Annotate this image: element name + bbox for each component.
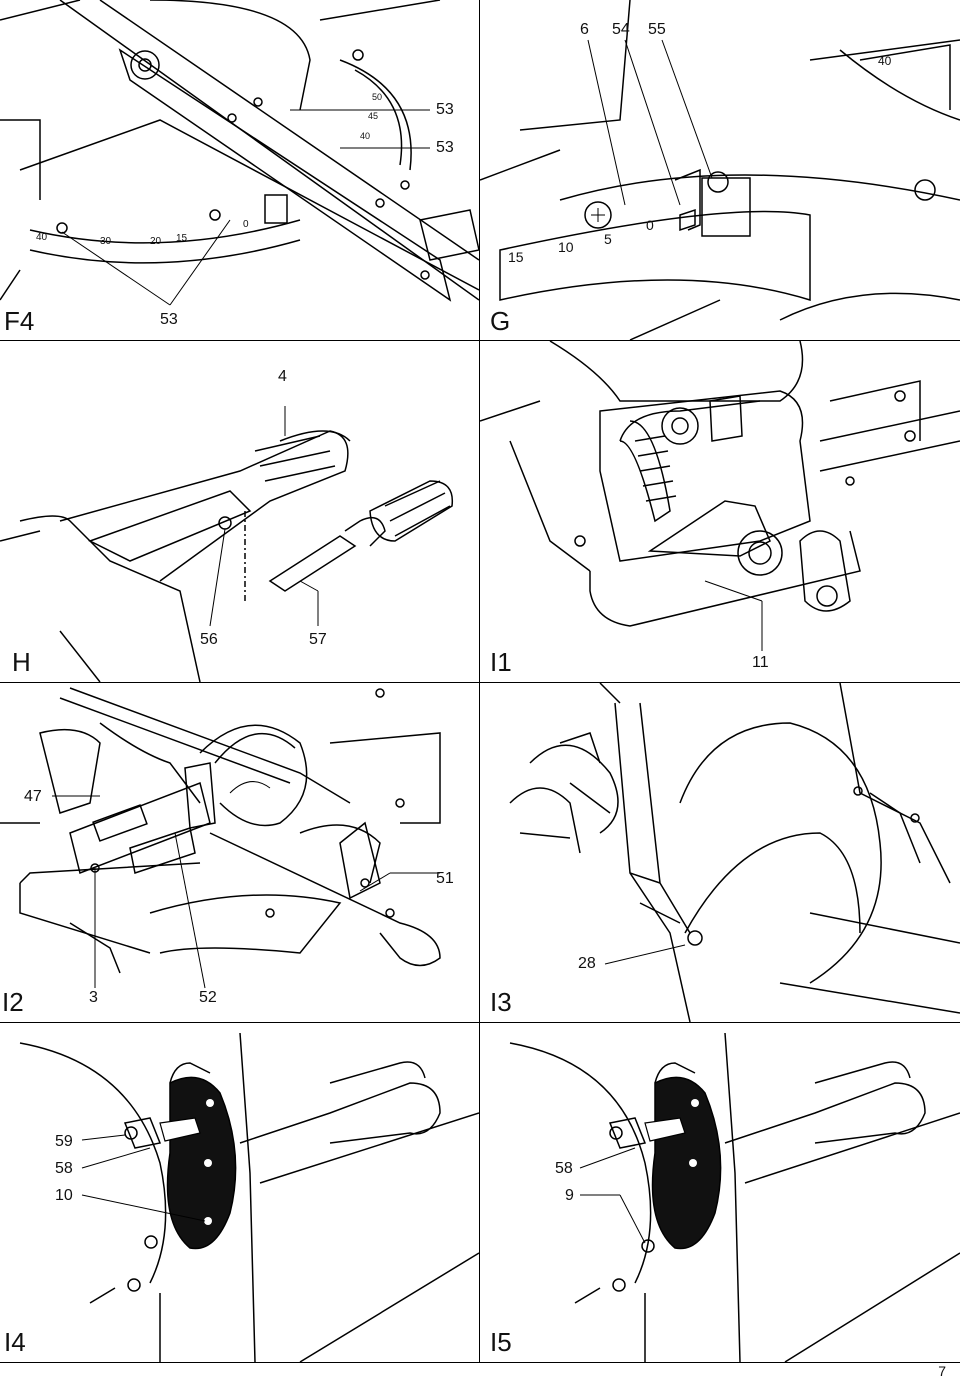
f4-callout-53-b: 53 (436, 139, 454, 156)
panel-i1: 11 I1 (480, 341, 960, 682)
row-divider-bottom (0, 1362, 960, 1363)
f4-scale-0: 0 (243, 219, 249, 230)
i1-callout-11: 11 (752, 654, 769, 671)
f4-arc-40: 40 (360, 131, 371, 141)
panel-h: 4 56 57 H (0, 341, 479, 682)
f4-scale-40: 40 (36, 232, 48, 243)
g-callout-6: 6 (580, 21, 589, 38)
panel-i2: 47 51 3 52 I2 (0, 683, 479, 1022)
panel-label-i3: I3 (490, 987, 512, 1017)
g-drawing (480, 0, 960, 340)
panel-label-i2: I2 (2, 987, 24, 1017)
f4-callout-53-a: 53 (436, 101, 454, 118)
f4-scale-20: 20 (150, 236, 162, 247)
g-scale-10: 10 (558, 239, 574, 255)
panel-g: 15 10 5 0 40 6 54 55 G (480, 0, 960, 340)
h-callout-56: 56 (200, 631, 218, 648)
panel-label-i1: I1 (490, 647, 512, 677)
f4-arc-50: 50 (372, 92, 383, 102)
panel-label-g: G (490, 306, 511, 336)
g-scale-5: 5 (604, 231, 612, 247)
g-scale-15: 15 (508, 249, 524, 265)
i2-callout-47: 47 (24, 788, 42, 805)
panel-label-h: H (12, 647, 31, 677)
h-callout-4: 4 (278, 368, 287, 385)
h-drawing (0, 406, 454, 682)
g-scale-0: 0 (646, 217, 654, 233)
f4-arc-45: 45 (368, 111, 379, 121)
panel-i3: 28 I3 (480, 683, 960, 1022)
i4-callout-59: 59 (55, 1133, 73, 1150)
panel-i5: 58 9 I5 (480, 1023, 960, 1362)
i3-callout-28: 28 (578, 955, 596, 972)
i2-callout-3: 3 (89, 989, 98, 1006)
panel-i4: 59 58 10 I4 (0, 1023, 479, 1362)
i2-callout-52: 52 (199, 989, 217, 1006)
panel-label-i4: I4 (4, 1327, 26, 1357)
g-callout-55: 55 (648, 21, 666, 38)
row-divider-1 (0, 340, 960, 341)
panel-f4: 40 30 20 15 0 40 45 50 53 53 53 F4 (0, 0, 479, 340)
i5-drawing (509, 1032, 960, 1362)
i5-callout-58: 58 (555, 1160, 573, 1177)
f4-scale-15: 15 (176, 233, 188, 244)
i4-callout-58: 58 (55, 1160, 73, 1177)
vertical-divider (479, 0, 480, 1363)
i2-drawing (0, 687, 441, 989)
f4-scale-30: 30 (100, 236, 112, 247)
panel-label-f4: F4 (4, 306, 35, 336)
i1-drawing (480, 341, 960, 651)
f4-drawing (0, 0, 479, 306)
i2-callout-51: 51 (436, 870, 454, 887)
i5-callout-9: 9 (565, 1187, 574, 1204)
panel-label-i5: I5 (490, 1327, 512, 1357)
page-number: 7 (938, 1363, 946, 1379)
g-corner-40: 40 (878, 54, 892, 68)
i4-drawing (19, 1032, 479, 1362)
h-callout-57: 57 (309, 631, 327, 648)
g-callout-54: 54 (612, 21, 630, 38)
row-divider-2 (0, 682, 960, 683)
f4-callout-53-c: 53 (160, 311, 178, 328)
row-divider-3 (0, 1022, 960, 1023)
i3-drawing (509, 683, 960, 1022)
i4-callout-10: 10 (55, 1187, 73, 1204)
